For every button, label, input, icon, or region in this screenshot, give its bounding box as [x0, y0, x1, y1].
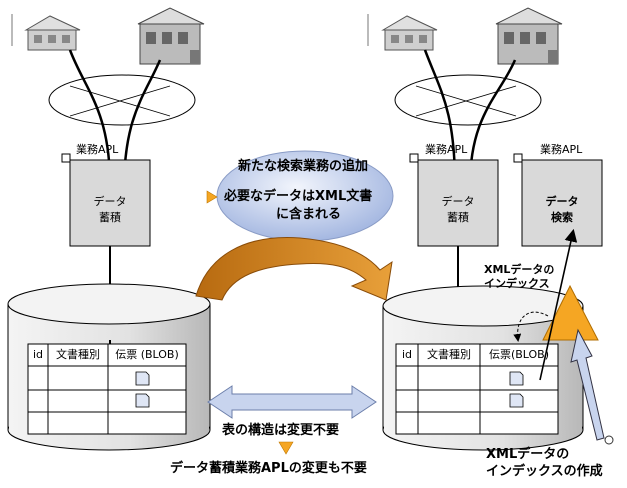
apl-box-right-search-line2: 検索 [551, 211, 573, 224]
table-header-type-left: 文書種別 [56, 348, 100, 361]
create-index-label-line1: XMLデータの [486, 447, 570, 462]
apl-box-right-store-line1: データ [441, 195, 475, 208]
center-title: 新たな検索業務の追加 [238, 159, 369, 174]
apl-box-right-store-line2: 蓄積 [447, 211, 469, 224]
down-triangle-icon [278, 441, 294, 455]
index-label-line1: XMLデータの [484, 263, 555, 276]
data-table-left [27, 343, 187, 435]
transition-arrow [195, 237, 393, 301]
shop-icon-left-2 [137, 7, 205, 65]
note-table-structure: 表の構造は変更不要 [222, 423, 340, 438]
table-header-id-right: id [401, 348, 413, 361]
data-table-right [395, 343, 559, 435]
shop-icon-right-1 [367, 14, 438, 51]
apl-label-right-2: 業務APL [540, 143, 583, 156]
apl-label-left: 業務APL [76, 143, 119, 156]
create-index-arrow [570, 328, 605, 441]
table-header-blob-right: 伝票(BLOB) [488, 348, 550, 361]
center-point-line2: に含まれる [276, 207, 342, 222]
shop-icon-right-2 [495, 7, 563, 65]
table-header-type-right: 文書種別 [427, 348, 471, 361]
bullet-triangle-icon [206, 190, 218, 204]
index-triangle [542, 284, 599, 341]
shop-icon-left-1 [11, 14, 81, 51]
center-point-line1: 必要なデータはXML文書 [224, 189, 373, 204]
apl-label-right-1: 業務APL [425, 143, 468, 156]
apl-box-left-line1: データ [93, 195, 127, 208]
index-label-line2: インデックス [484, 277, 550, 290]
table-header-blob-left: 伝票 (BLOB) [115, 348, 179, 361]
create-index-label-line2: インデックスの作成 [486, 464, 603, 479]
apl-box-right-search-line1: データ [545, 195, 579, 208]
search-arrow [539, 228, 578, 381]
double-arrow [207, 385, 377, 419]
apl-box-right-store [417, 159, 499, 247]
apl-box-right-search [521, 159, 603, 247]
table-header-id-left: id [32, 348, 44, 361]
apl-box-left-line2: 蓄積 [99, 211, 121, 224]
note-apl-unchanged: データ蓄積業務APLの変更も不要 [170, 461, 367, 476]
